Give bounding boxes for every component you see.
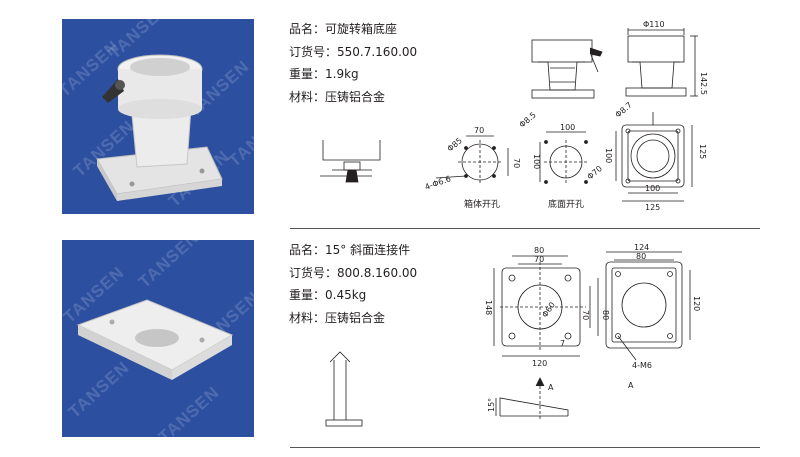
section-label: A xyxy=(628,381,634,390)
weight: 重量：0.45kg xyxy=(289,288,367,302)
dim-label: Φ8.5 xyxy=(518,110,538,129)
dim-label: Φ60 xyxy=(540,300,557,319)
order-number: 订货号：550.7.160.00 xyxy=(289,44,418,59)
dim-label: 100 xyxy=(604,148,613,163)
rotating-base-illustration xyxy=(96,54,223,201)
material: 材料：压铸铝合金 xyxy=(289,310,386,325)
mounting-sketch-2 xyxy=(325,351,363,427)
dim-label: 124 xyxy=(634,243,649,252)
dim-label: 70 xyxy=(534,255,544,264)
section-label: A xyxy=(548,383,554,392)
dim-label: Φ70 xyxy=(586,164,604,181)
dim-label: 70 xyxy=(512,158,521,168)
dim-label: 4-Φ6.6 xyxy=(424,174,452,192)
drawing-caption: 底面开孔 xyxy=(548,198,584,210)
dim-label: 125 xyxy=(698,144,707,159)
dim-label: 142.5 xyxy=(699,72,708,95)
plan-view-2-left xyxy=(493,255,599,357)
plan-view-1 xyxy=(615,112,693,202)
product-photo-rotating-base: TANSEN TANSEN TANSEN TANSEN TANSEN TANSE… xyxy=(62,19,254,214)
dim-label: 100 xyxy=(532,154,541,169)
dim-label: Φ8.7 xyxy=(614,100,634,119)
dim-label: 70 xyxy=(581,310,590,320)
order-number: 订货号：800.8.160.00 xyxy=(289,265,418,280)
dim-label: 100 xyxy=(645,184,660,193)
dim-label: 80 xyxy=(601,310,610,320)
product-photo-15deg-connector: TANSEN TANSEN TANSEN TANSEN TANSEN xyxy=(62,240,254,437)
dim-label: 15° xyxy=(487,398,496,412)
drawing-caption: 箱体开孔 xyxy=(464,198,500,210)
front-view-1 xyxy=(531,39,603,99)
dim-label: Φ85 xyxy=(446,136,464,153)
box-hole-pattern xyxy=(435,135,509,184)
dim-label: 100 xyxy=(560,123,575,132)
product-name: 品名：15° 斜面连接件 xyxy=(289,243,411,257)
dim-label: 80 xyxy=(534,246,544,255)
material: 材料：压铸铝合金 xyxy=(289,89,386,104)
connector-illustration xyxy=(76,299,234,380)
dim-label: 148 xyxy=(484,300,493,315)
dim-label: 4-M6 xyxy=(632,361,652,370)
mounting-sketch xyxy=(320,140,381,183)
dim-label: 120 xyxy=(692,296,701,311)
side-view-1 xyxy=(625,28,698,97)
side-view-2 xyxy=(495,377,569,420)
product-specs-1: 品名：可旋转箱底座 订货号：550.7.160.00 重量：1.9kg 材料：压… xyxy=(289,18,417,108)
dim-label: Φ110 xyxy=(643,20,665,29)
divider xyxy=(290,228,760,229)
dim-label: 70 xyxy=(474,126,484,135)
product-name: 品名：可旋转箱底座 xyxy=(289,22,398,36)
product-specs-2: 品名：15° 斜面连接件 订货号：800.8.160.00 重量：0.45kg … xyxy=(289,239,417,329)
weight: 重量：1.9kg xyxy=(289,67,359,81)
dim-label: 120 xyxy=(532,359,547,368)
dim-label: 80 xyxy=(636,252,646,261)
divider xyxy=(290,447,760,448)
plan-view-2-right xyxy=(605,251,691,361)
dim-label: 125 xyxy=(645,203,660,212)
dim-label: 7 xyxy=(560,339,565,348)
base-hole-pattern xyxy=(539,131,588,184)
